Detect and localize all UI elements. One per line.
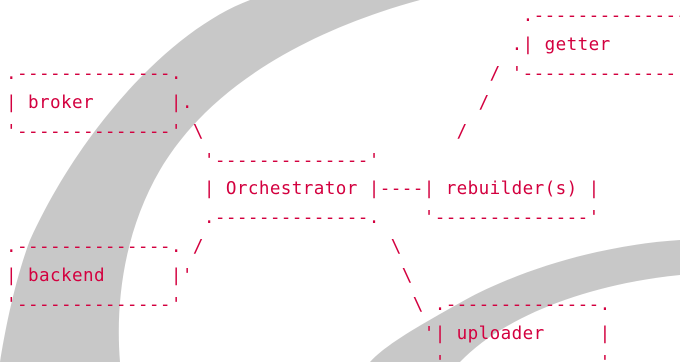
diagram-line: .--------------.: [6, 6, 680, 26]
diagram-line: | backend |' \: [6, 266, 413, 287]
diagram-line: .--------------. / '--------------': [6, 63, 680, 84]
diagram-line: '--------------' \ .--------------.: [6, 295, 611, 316]
diagram-line: '--------------': [6, 150, 380, 171]
diagram-line: | Orchestrator |----| rebuilder(s) |: [6, 179, 600, 200]
diagram-line: .--------------. '--------------': [6, 208, 600, 229]
ascii-architecture-diagram: .--------------. .| getter | .-----------…: [6, 2, 680, 362]
diagram-line: '--------------' \ /: [6, 121, 468, 142]
diagram-line: .--------------. / \: [6, 237, 402, 258]
swirl-inner-cut: [460, 275, 680, 362]
diagram-line: .| getter |: [6, 34, 680, 55]
swirl-upper-shape: [0, 0, 420, 362]
diagram-line: | broker |. /: [6, 92, 490, 113]
diagram-line: '--------------': [6, 349, 680, 362]
diagram-line: '| uploader |: [6, 323, 611, 344]
